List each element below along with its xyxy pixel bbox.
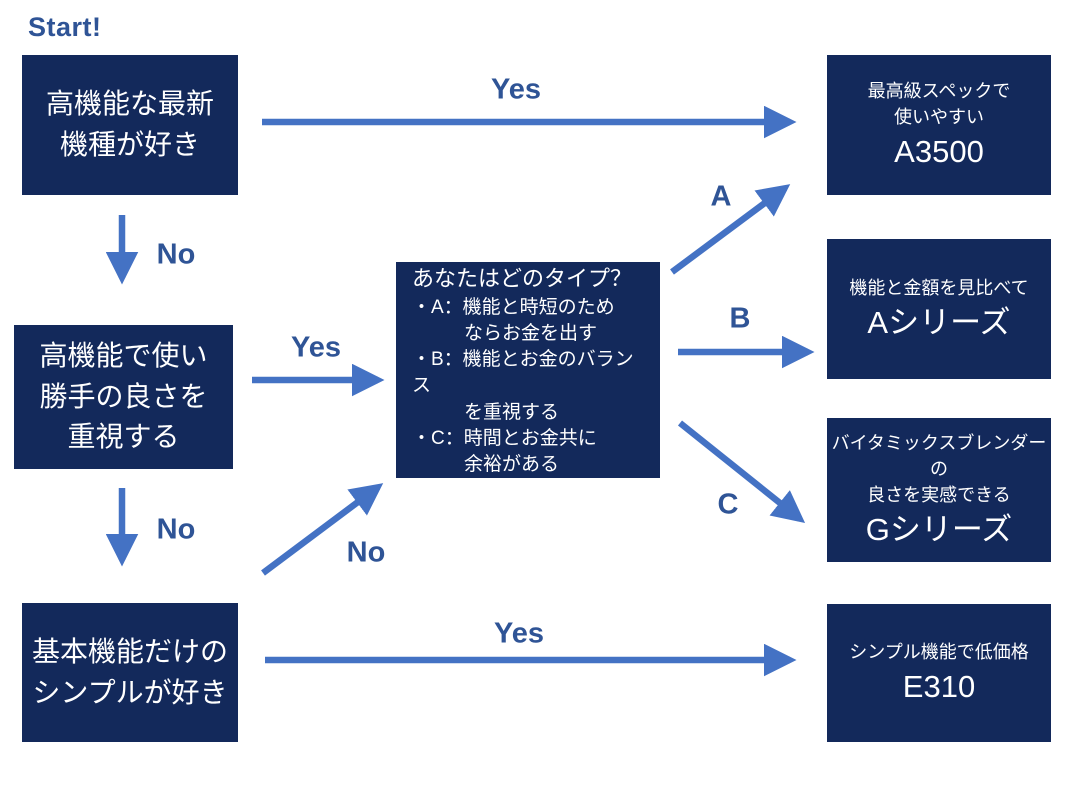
edge-label-a: A [710, 180, 732, 213]
node-question-simple: 基本機能だけの シンプルが好き [22, 603, 238, 742]
type-question-title: あなたはどのタイプ？ [412, 265, 633, 291]
arrow-c [677, 420, 806, 524]
result-model-name: E310 [902, 668, 976, 704]
result-model-name: Aシリーズ [867, 304, 1011, 340]
edge-label-no-diag: No [346, 536, 386, 569]
type-option-c: ・C：時間とお金共に [412, 427, 597, 449]
node-result-a3500: 最高級スペックで 使いやすい A3500 [827, 55, 1051, 195]
type-option-c-cont: 余裕がある [464, 454, 560, 476]
edge-label-yes-mid: Yes [291, 331, 341, 364]
node-type-question: あなたはどのタイプ？ ・A：機能と時短のため ならお金を出す ・B：機能とお金の… [396, 262, 660, 478]
result-desc-line: 最高級スペックで [867, 80, 1011, 101]
edge-label-yes-bottom: Yes [494, 617, 544, 650]
result-desc-line: 機能と金額を見比べて [849, 277, 1029, 298]
node-text-line: シンプルが好き [32, 676, 228, 708]
edge-label-yes-top: Yes [491, 73, 541, 106]
node-text-line: 高機能な最新 [45, 88, 214, 120]
edge-label-b: B [729, 302, 751, 335]
edge-label-no-1: No [156, 238, 196, 271]
edge-label-c: C [717, 488, 739, 521]
edge-label-no-2: No [156, 513, 196, 546]
node-text-line: 重視する [67, 421, 180, 453]
node-text-line: 基本機能だけの [31, 635, 228, 667]
result-model-name: A3500 [894, 133, 984, 169]
result-desc-line: 良さを実感できる [867, 484, 1011, 505]
node-question-usability: 高機能で使い 勝手の良さを 重視する [14, 325, 233, 469]
type-option-b: ・B：機能とお金のバランス [412, 349, 634, 397]
node-text-line: 勝手の良さを [39, 380, 208, 412]
node-result-a-series: 機能と金額を見比べて Aシリーズ [827, 239, 1051, 379]
node-question-latest-model: 高機能な最新 機種が好き [22, 55, 238, 195]
result-desc-line: 使いやすい [894, 106, 984, 127]
result-model-name: Gシリーズ [865, 511, 1013, 547]
node-result-g-series: バイタミックスブレンダーの 良さを実感できる Gシリーズ [827, 418, 1051, 562]
node-result-e310: シンプル機能で低価格 E310 [827, 604, 1051, 742]
result-desc-line: バイタミックスブレンダーの [831, 432, 1047, 479]
result-desc-line: シンプル機能で低価格 [849, 641, 1029, 662]
type-option-a: ・A：機能と時短のため [412, 296, 615, 318]
start-label: Start! [28, 12, 102, 42]
type-option-a-cont: ならお金を出す [464, 322, 598, 344]
node-text-line: 高機能で使い [39, 340, 208, 372]
node-text-line: 機種が好き [59, 129, 200, 160]
type-option-b-cont: を重視する [464, 401, 560, 423]
